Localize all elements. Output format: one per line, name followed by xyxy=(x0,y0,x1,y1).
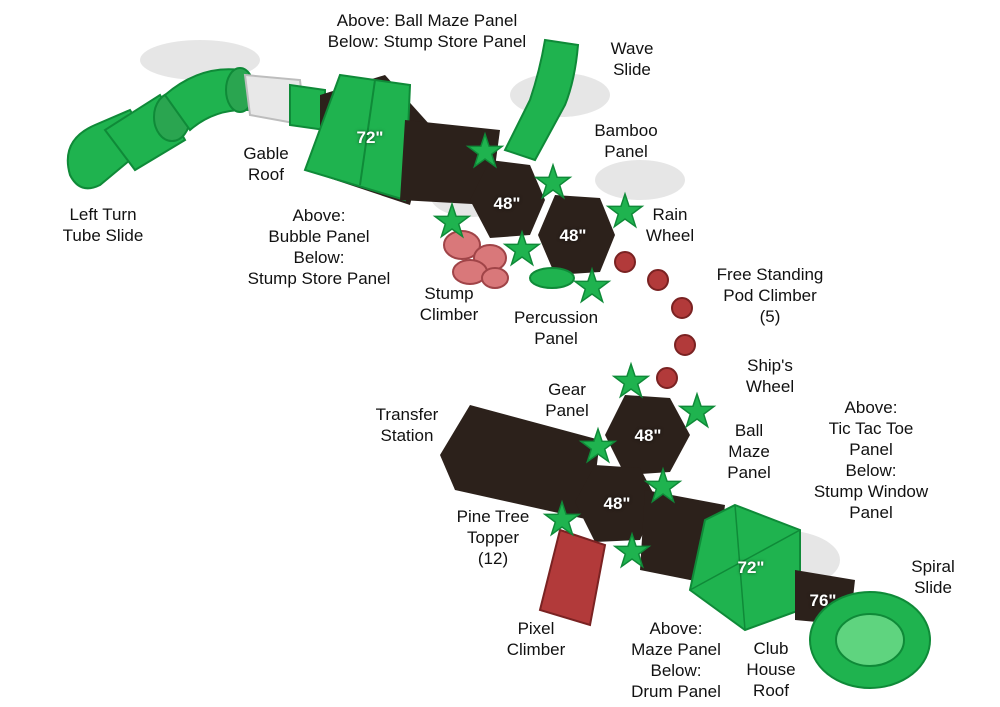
club-house-roof xyxy=(688,503,801,632)
pine-tree-topper-icon xyxy=(611,361,651,399)
pine-tree-topper-icon xyxy=(677,391,717,429)
label-ships-wheel: Ship's Wheel xyxy=(745,356,795,396)
deck-height-label: 48" xyxy=(493,194,521,213)
label-rain-wheel: Rain Wheel xyxy=(645,205,695,245)
label-transfer-station: Transfer Station xyxy=(375,405,439,445)
pod-climbers xyxy=(614,251,696,389)
deck-height-label: 72" xyxy=(356,128,384,147)
percussion-panel xyxy=(529,267,575,289)
pine-tree-topper-icon xyxy=(612,531,652,569)
label-gable-roof: Gable Roof xyxy=(243,144,289,184)
deck-height-label: 48" xyxy=(634,426,662,445)
stump-climber xyxy=(443,230,509,289)
upper-deck-right xyxy=(538,195,615,275)
pine-tree-topper-icon xyxy=(533,162,573,200)
pine-tree-topper-icon xyxy=(542,499,582,537)
spiral-slide xyxy=(809,591,931,689)
label-pixel-climber: Pixel Climber xyxy=(506,619,566,659)
label-tic-tac-toe: Above: Tic Tac Toe Panel Below: Stump Wi… xyxy=(813,398,929,522)
deck-height-label: 72" xyxy=(737,558,765,577)
pine-tree-topper-icon xyxy=(502,229,542,267)
label-ball-maze-above: Above: Ball Maze Panel Below: Stump Stor… xyxy=(327,11,527,51)
label-bubble-panel: Above: Bubble Panel Below: Stump Store P… xyxy=(247,206,391,288)
transfer-station xyxy=(440,405,600,520)
pine-tree-toppers xyxy=(432,131,717,569)
label-ball-maze-panel: Ball Maze Panel xyxy=(727,421,771,482)
pine-tree-topper-icon xyxy=(578,426,618,464)
label-club-house-roof: Club House Roof xyxy=(746,639,796,700)
wave-slide xyxy=(503,38,580,162)
deck-height-label: 48" xyxy=(603,494,631,513)
pine-tree-topper-icon xyxy=(572,266,612,304)
left-turn-tube-slide xyxy=(66,67,326,190)
pine-tree-topper-icon xyxy=(643,466,683,504)
upper-walkway xyxy=(400,120,500,205)
label-stump-climber: Stump Climber xyxy=(419,284,479,324)
label-pine-tree-topper: Pine Tree Topper (12) xyxy=(456,507,530,568)
pine-tree-topper-icon xyxy=(605,191,645,229)
label-wave-slide: Wave Slide xyxy=(610,39,654,79)
label-maze-drum: Above: Maze Panel Below: Drum Panel xyxy=(631,619,721,701)
label-left-turn-tube-slide: Left Turn Tube Slide xyxy=(62,205,144,245)
lower-deck-top xyxy=(605,395,690,475)
upper-deck-left xyxy=(470,160,545,238)
label-spiral-slide: Spiral Slide xyxy=(911,557,955,597)
gable-roof-deck xyxy=(303,73,430,205)
pine-tree-topper-icon xyxy=(465,131,505,169)
lower-deck-bottom xyxy=(575,465,658,542)
label-bamboo-panel: Bamboo Panel xyxy=(594,121,658,161)
pixel-climber xyxy=(538,528,607,627)
pine-tree-topper-icon xyxy=(432,201,472,239)
label-percussion-panel: Percussion Panel xyxy=(513,308,599,348)
label-free-standing-pod-climber: Free Standing Pod Climber (5) xyxy=(716,265,824,326)
deck-height-label: 48" xyxy=(559,226,587,245)
label-gear-panel: Gear Panel xyxy=(545,380,589,420)
deck-height-label: 76" xyxy=(809,591,837,610)
